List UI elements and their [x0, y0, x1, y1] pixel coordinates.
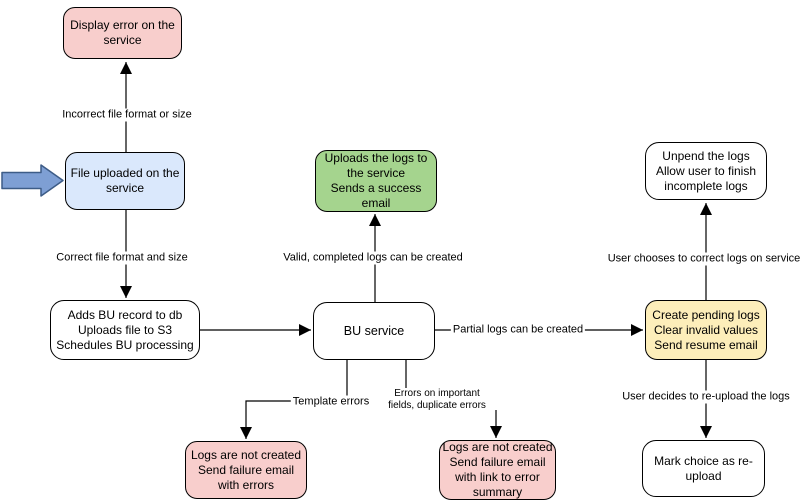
- node-label: Mark choice as re-upload: [654, 453, 753, 483]
- edge-label-correct-file: Correct file format and size: [54, 251, 190, 265]
- node-label: Uploads file to S3: [77, 322, 173, 337]
- node-label: Schedules BU processing: [56, 337, 194, 352]
- node-label: Send failure email with errors: [197, 462, 295, 492]
- node-file-uploaded: File uploaded on the service: [65, 152, 185, 210]
- node-label: Allow user to finish incomplete logs: [655, 163, 757, 193]
- input-pointer-arrow-icon: [1, 164, 64, 197]
- edge-label-important-fields: Errors on important fields, duplicate er…: [384, 388, 490, 412]
- node-unpend-logs: Unpend the logs Allow user to finish inc…: [645, 142, 767, 200]
- node-label: Uploads the logs to the service: [324, 151, 428, 180]
- edge-label-user-correct: User chooses to correct logs on service: [605, 252, 801, 266]
- node-logs-failure-summary: Logs are not created Send failure email …: [439, 440, 556, 500]
- node-label: Create pending logs: [652, 307, 760, 322]
- node-label: BU service: [343, 323, 405, 338]
- node-label: Send resume email: [654, 337, 758, 352]
- node-upload-logs-success: Uploads the logs to the service Sends a …: [315, 150, 437, 212]
- node-label: Logs are not created: [190, 447, 302, 462]
- edge-label-incorrect-file: Incorrect file format or size: [60, 108, 194, 122]
- node-label: Clear invalid values: [653, 322, 759, 337]
- node-label: Adds BU record to db: [67, 307, 183, 322]
- node-display-error: Display error on the service: [63, 7, 182, 59]
- node-create-pending-logs: Create pending logs Clear invalid values…: [645, 300, 767, 360]
- node-logs-failure-errors: Logs are not created Send failure email …: [185, 441, 307, 499]
- node-label: Send failure email with link to error su…: [449, 455, 546, 499]
- node-bu-service: BU service: [313, 302, 435, 360]
- node-label: File uploaded on the service: [70, 166, 180, 195]
- node-adds-bu-record: Adds BU record to db Uploads file to S3 …: [50, 300, 200, 360]
- node-label: Unpend the logs: [662, 148, 750, 163]
- node-mark-choice-reupload: Mark choice as re-upload: [642, 440, 765, 497]
- edge-label-template-errors: Template errors: [290, 395, 372, 409]
- edge-label-valid-completed: Valid, completed logs can be created: [281, 251, 465, 265]
- edge-label-user-reupload: User decides to re-upload the logs: [620, 390, 792, 404]
- node-label: Logs are not created: [442, 440, 553, 454]
- node-label: Sends a success email: [330, 181, 422, 210]
- edge-label-partial-logs: Partial logs can be created: [450, 323, 586, 337]
- node-label: Display error on the service: [70, 18, 175, 47]
